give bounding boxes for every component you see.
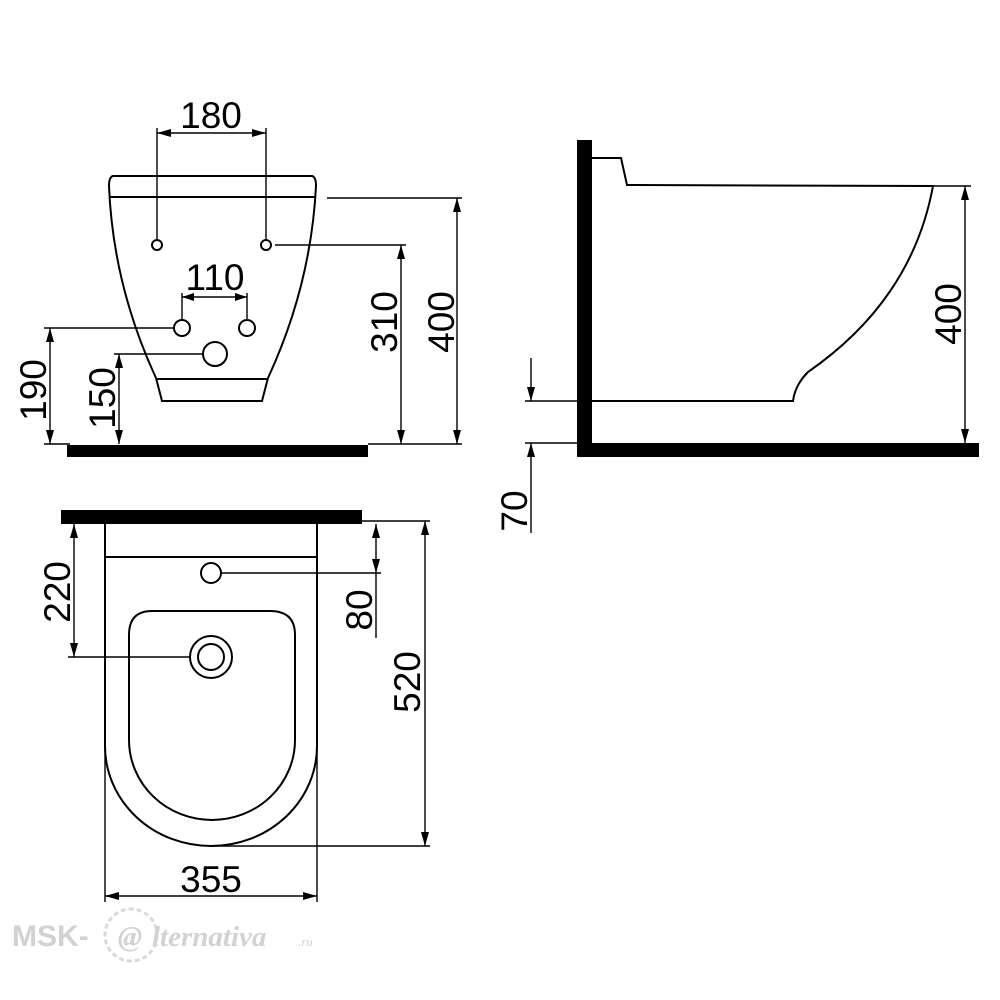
top-seat-opening	[128, 610, 296, 821]
side-bowl-outline	[592, 157, 935, 402]
top-outlet-inner	[197, 643, 225, 671]
dim-150: 150	[82, 367, 123, 429]
dim-520: 520	[387, 651, 428, 713]
side-view: 400 70	[494, 140, 979, 533]
dim-400-side: 400	[928, 283, 969, 345]
dim-190: 190	[13, 359, 54, 421]
front-view: 180 110 310 400 190 150	[13, 95, 462, 457]
watermark-at-sign: @	[118, 921, 142, 953]
top-wall-slab	[61, 510, 362, 524]
front-inlet-hole-right	[238, 319, 256, 337]
front-outlet-hole	[202, 341, 228, 367]
side-floor-slab	[577, 443, 979, 457]
dim-310: 310	[364, 291, 405, 353]
side-wall	[577, 140, 592, 457]
dim-110: 110	[186, 257, 245, 298]
top-view: 220 80 520 355	[37, 510, 430, 902]
watermark-ring	[103, 907, 159, 963]
dim-180: 180	[180, 95, 242, 136]
dim-80: 80	[339, 589, 380, 630]
front-mount-hole-right	[260, 239, 272, 251]
top-outlet-outer	[189, 635, 233, 679]
dim-70: 70	[494, 490, 535, 531]
front-mount-hole-left	[151, 239, 163, 251]
front-inlet-hole-left	[173, 319, 191, 337]
watermark-script: lternativa	[152, 921, 266, 953]
watermark-logo: MSK- @ lternativa .ru	[12, 907, 313, 963]
watermark-domain: .ru	[298, 934, 313, 949]
front-floor-slab	[67, 445, 368, 457]
dim-355: 355	[180, 859, 242, 900]
dim-220: 220	[37, 561, 78, 623]
watermark-prefix: MSK-	[12, 920, 89, 953]
front-bowl-outline	[107, 175, 318, 402]
top-tap-hole	[200, 562, 222, 584]
dim-400-front: 400	[421, 291, 462, 353]
